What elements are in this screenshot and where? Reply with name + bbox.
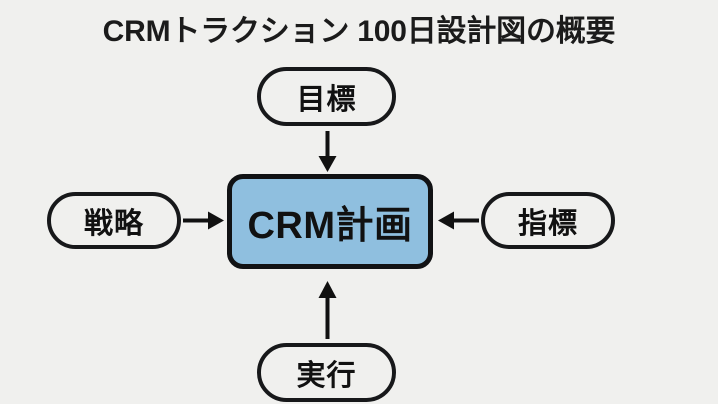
node-execution-label: 実行 xyxy=(296,359,357,392)
node-metrics-label: 指標 xyxy=(517,207,578,240)
node-strategy[interactable]: 戦略 xyxy=(47,192,181,249)
arrow-strategy-to-center xyxy=(183,203,225,238)
arrow-metrics-to-center xyxy=(437,203,479,238)
arrow-execution-to-center xyxy=(310,277,345,339)
node-execution[interactable]: 実行 xyxy=(257,343,396,402)
node-strategy-label: 戦略 xyxy=(83,207,144,240)
node-metrics[interactable]: 指標 xyxy=(481,192,615,249)
arrow-goal-to-center xyxy=(310,131,345,173)
page-title: CRMトラクション 100日設計図の概要 xyxy=(102,15,616,48)
node-crm-plan-label: CRM計画 xyxy=(247,205,413,247)
node-crm-plan[interactable]: CRM計画 xyxy=(227,174,433,269)
node-goal-label: 目標 xyxy=(296,83,357,116)
node-goal[interactable]: 目標 xyxy=(257,67,396,126)
